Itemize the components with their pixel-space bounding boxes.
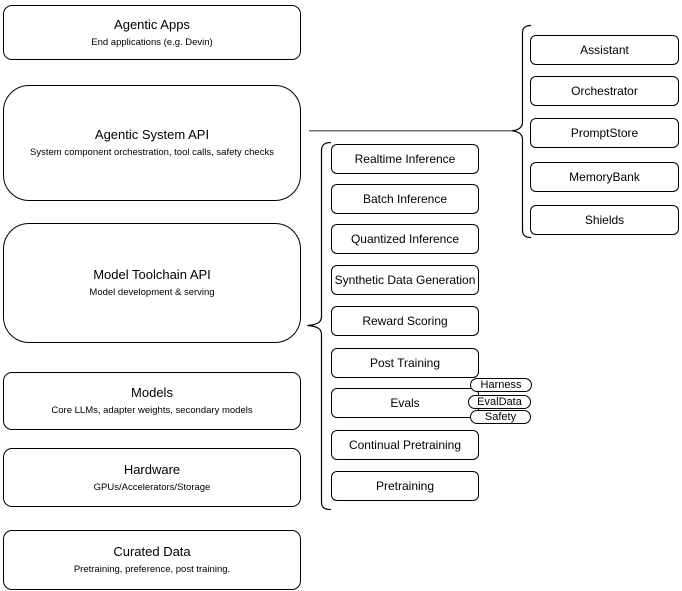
node-synthetic-data-generation: Synthetic Data Generation bbox=[331, 265, 479, 295]
node-pretraining: Pretraining bbox=[331, 471, 479, 501]
tag-evaldata: EvalData bbox=[468, 395, 531, 409]
node-subtitle: Core LLMs, adapter weights, secondary mo… bbox=[51, 405, 253, 416]
node-subtitle: End applications (e.g. Devin) bbox=[91, 36, 213, 48]
node-title: Model Toolchain API bbox=[93, 267, 211, 282]
node-model-toolchain-api: Model Toolchain API Model development & … bbox=[3, 223, 301, 343]
node-quantized-inference: Quantized Inference bbox=[331, 224, 479, 254]
node-promptstore: PromptStore bbox=[530, 118, 679, 148]
node-post-training: Post Training bbox=[331, 348, 479, 378]
node-title: Agentic System API bbox=[94, 127, 210, 142]
toolchain-brace bbox=[307, 141, 332, 511]
node-agentic-system-api: Agentic System API System component orch… bbox=[3, 85, 301, 201]
node-realtime-inference: Realtime Inference bbox=[331, 144, 479, 174]
system-components-brace bbox=[511, 24, 532, 239]
node-title: Agentic Apps bbox=[114, 16, 190, 32]
node-evals: Evals bbox=[331, 388, 479, 418]
node-assistant: Assistant bbox=[530, 35, 679, 65]
node-agentic-apps: Agentic Apps End applications (e.g. Devi… bbox=[3, 5, 301, 60]
tag-safety: Safety bbox=[470, 410, 531, 424]
node-shields: Shields bbox=[530, 205, 679, 235]
node-reward-scoring: Reward Scoring bbox=[331, 306, 479, 336]
node-models: Models Core LLMs, adapter weights, secon… bbox=[3, 372, 301, 430]
node-batch-inference: Batch Inference bbox=[331, 184, 479, 214]
tag-harness: Harness bbox=[470, 378, 532, 392]
node-hardware: Hardware GPUs/Accelerators/Storage bbox=[3, 448, 301, 507]
node-title: Models bbox=[131, 385, 173, 400]
node-subtitle: Pretraining, preference, post training. bbox=[73, 564, 231, 575]
node-subtitle: Model development & serving bbox=[89, 287, 215, 298]
node-orchestrator: Orchestrator bbox=[530, 76, 679, 106]
node-memorybank: MemoryBank bbox=[530, 162, 679, 192]
node-continual-pretraining: Continual Pretraining bbox=[331, 430, 479, 460]
node-curated-data: Curated Data Pretraining, preference, po… bbox=[3, 530, 301, 590]
node-title: Hardware bbox=[123, 461, 181, 477]
node-title: Curated Data bbox=[113, 544, 191, 559]
node-subtitle: System component orchestration, tool cal… bbox=[30, 147, 274, 158]
node-subtitle: GPUs/Accelerators/Storage bbox=[93, 481, 211, 493]
